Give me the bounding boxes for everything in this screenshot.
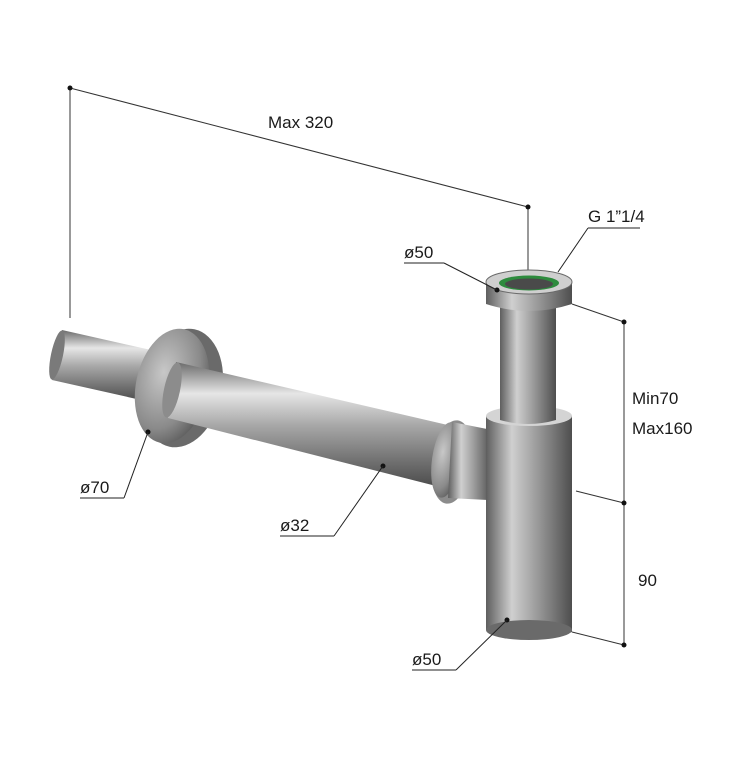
dimension-labels: Max 320 G 1”1/4 ø50 Min70 Max160 ø70 ø32…: [80, 113, 692, 669]
max-length-endpoint-left: [67, 85, 73, 91]
wall-pipe-stub: [52, 330, 160, 402]
horizontal-pipe-end: [162, 362, 182, 418]
bottle-height-label: 90: [638, 571, 657, 590]
pipe-leader-diagonal: [333, 465, 384, 537]
height-min-label: Min70: [632, 389, 678, 408]
upper-tube: [500, 300, 556, 424]
top-opening: [505, 278, 553, 290]
max-length-dimension-line: [69, 87, 529, 208]
trap-body: [49, 269, 573, 640]
height-max-label: Max160: [632, 419, 692, 438]
wall-pipe-end: [49, 330, 65, 380]
thread-leader-diagonal: [557, 227, 589, 273]
height-endpoint-top: [621, 319, 627, 325]
side-nut-body: [448, 422, 492, 500]
thread-label: G 1”1/4: [588, 207, 645, 226]
height-extension-middle: [575, 490, 625, 504]
height-endpoint-middle: [621, 500, 627, 506]
bottle-bottom: [486, 620, 572, 640]
rosette-leader-diagonal: [123, 431, 149, 499]
leader-lines: [80, 227, 640, 671]
horizontal-pipe: [168, 362, 452, 488]
height-endpoint-bottom: [621, 642, 627, 648]
top-diameter-label: ø50: [404, 243, 433, 262]
top-diameter-leader-diagonal: [443, 262, 498, 291]
height-extension-top: [571, 303, 625, 323]
dimension-lines: [67, 85, 627, 648]
rosette-diameter-label: ø70: [80, 478, 109, 497]
bottle-collar: [486, 416, 572, 457]
bottle-leader-diagonal: [455, 619, 508, 671]
max-length-endpoint-right: [525, 204, 531, 210]
bottle-diameter-label: ø50: [412, 650, 441, 669]
bottle-body: [486, 444, 572, 640]
max-length-label: Max 320: [268, 113, 333, 132]
pipe-diameter-label: ø32: [280, 516, 309, 535]
height-extension-bottom: [571, 631, 625, 646]
